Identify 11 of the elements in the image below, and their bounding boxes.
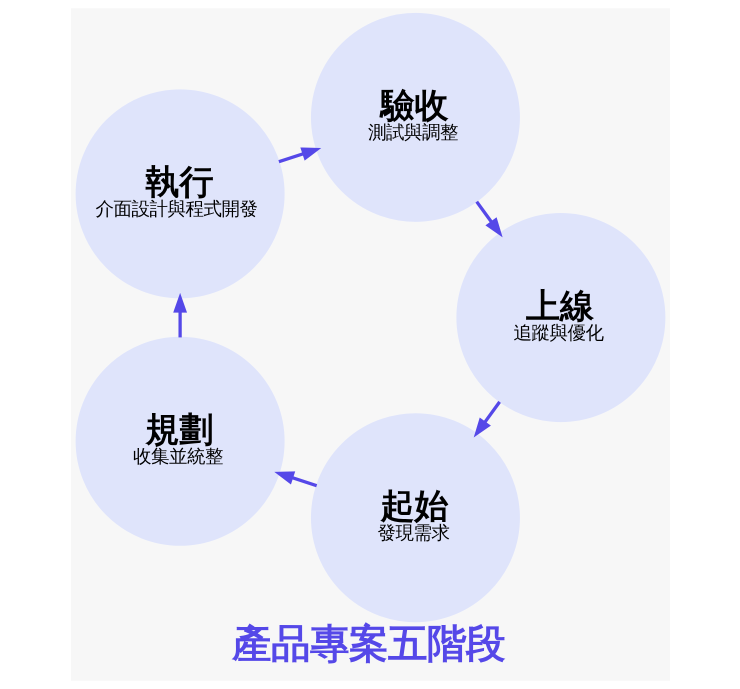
- diagram-title: 產品專案五階段: [231, 621, 504, 668]
- node-circle: 驗收 測試與調整: [310, 12, 520, 222]
- node-circle: 規劃 收集並統整: [75, 336, 284, 546]
- arrow: [278, 148, 321, 164]
- node-circle: 執行 介面設計與程式開發: [75, 89, 284, 298]
- arrow: [172, 292, 187, 338]
- arrow: [473, 400, 500, 438]
- node-circle: 起始 發現需求: [310, 413, 520, 622]
- arrow: [474, 200, 502, 238]
- node-circle: 上線 追蹤與優化: [456, 213, 665, 422]
- arrow: [274, 471, 317, 488]
